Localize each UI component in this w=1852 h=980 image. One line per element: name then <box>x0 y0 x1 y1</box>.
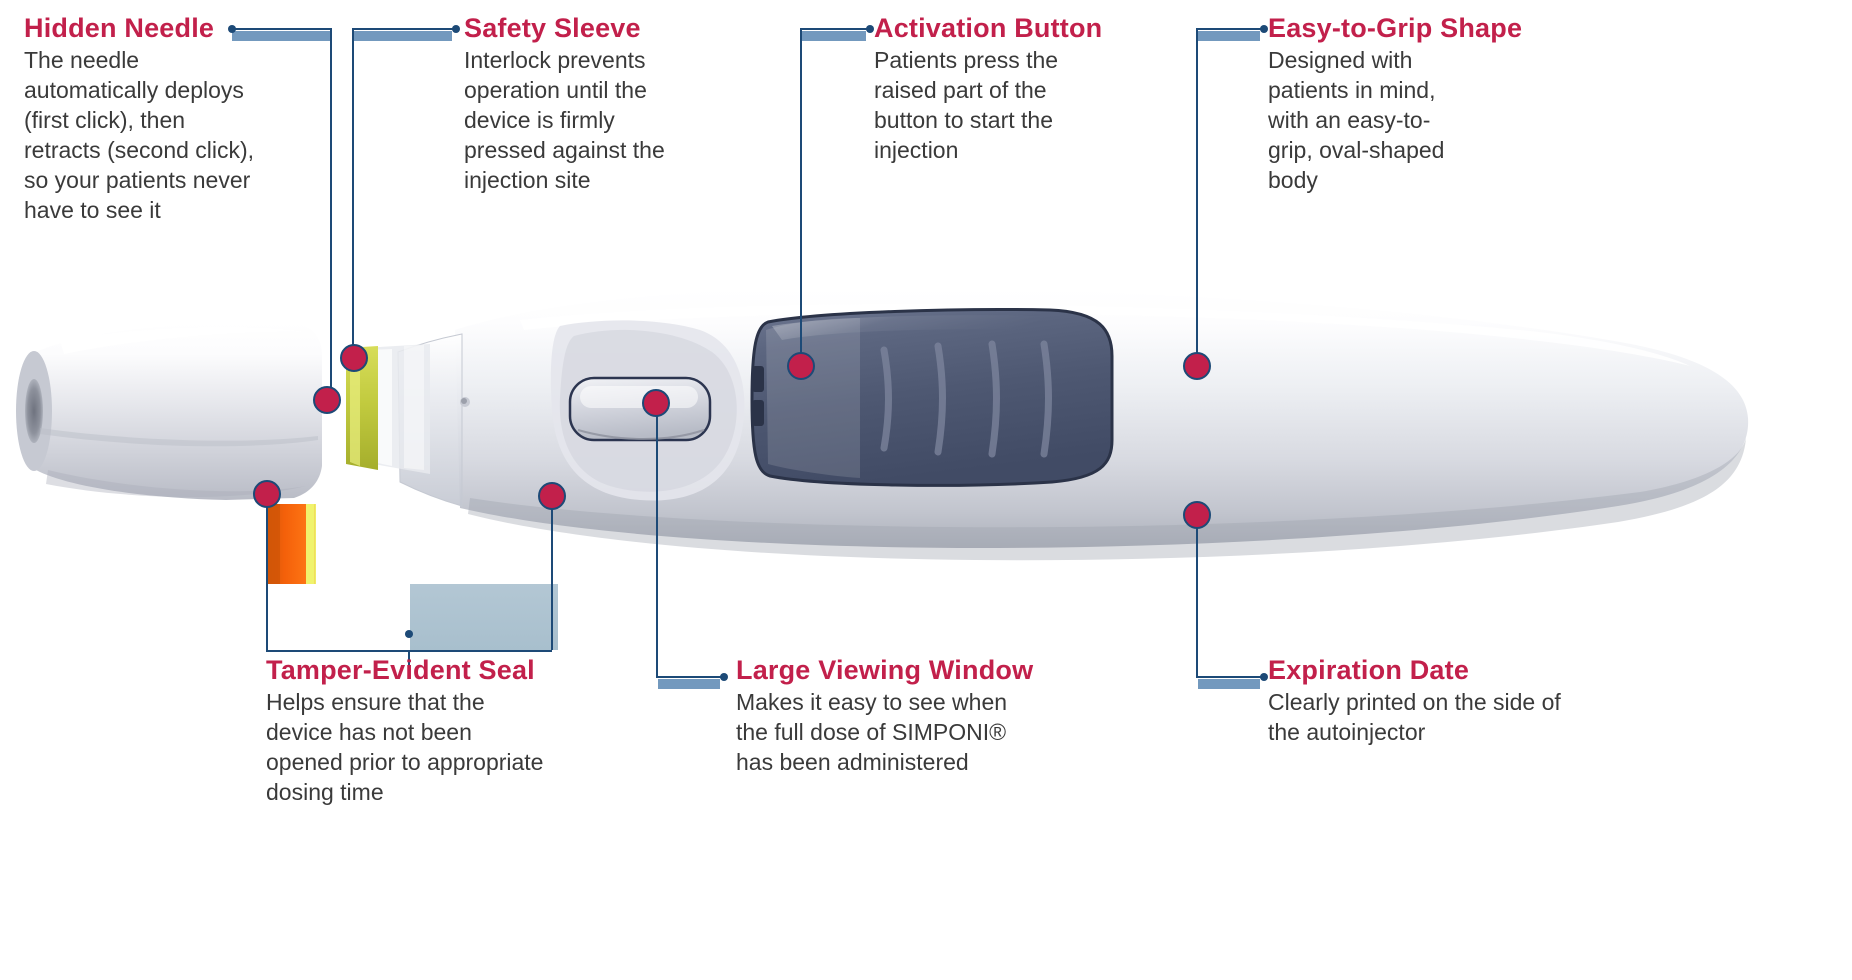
leader-easy-grip-shadow <box>1198 31 1260 41</box>
callout-title-easy-to-grip-shape: Easy-to-Grip Shape <box>1268 13 1523 43</box>
callout-body-large-viewing-window: Makes it easy to see when the full dose … <box>736 689 1008 776</box>
leader-viewing-window-vertical <box>656 402 658 676</box>
leader-viewing-window-endpoint <box>720 673 728 681</box>
leader-tamper-seal-stub <box>408 650 410 674</box>
tamper-seal <box>268 504 316 584</box>
callout-dot-activation-button[interactable] <box>787 352 815 380</box>
leader-tamper-seal-horizontal <box>266 650 418 652</box>
leader-expiration-date-vertical <box>1196 515 1198 676</box>
body-shell <box>455 286 1749 548</box>
callout-title-tamper-evident-seal: Tamper-Evident Seal <box>266 655 535 685</box>
callout-dot-sleeve-lower[interactable] <box>538 482 566 510</box>
leader-viewing-window-horizontal <box>656 676 724 678</box>
leader-expiration-date-endpoint <box>1260 673 1268 681</box>
leader-tamper-seal-vertical <box>266 494 268 652</box>
safety-sleeve <box>397 333 463 507</box>
cap <box>18 322 322 500</box>
callout-hidden-needle: Hidden Needle The needle automatically d… <box>24 13 254 226</box>
leader-sleeve-lower-horizontal <box>410 650 552 652</box>
callout-body-hidden-needle: The needle automatically deploys (first … <box>24 47 255 223</box>
callout-title-activation-button: Activation Button <box>874 13 1103 43</box>
callout-dot-tamper-seal[interactable] <box>253 480 281 508</box>
callout-safety-sleeve: Safety Sleeve Interlock prevents operati… <box>464 14 678 196</box>
leader-viewing-window-shadow <box>658 679 720 689</box>
leader-activation-button-horizontal <box>800 28 870 30</box>
callout-title-safety-sleeve: Safety Sleeve <box>464 13 641 43</box>
callout-title-hidden-needle: Hidden Needle <box>24 13 215 43</box>
callout-expiration-date: Expiration Date Clearly printed on the s… <box>1268 656 1588 748</box>
leader-easy-grip-horizontal <box>1196 28 1264 30</box>
viewing-window <box>750 308 1114 487</box>
callout-body-activation-button: Patients press the raised part of the bu… <box>874 47 1059 164</box>
label-panel <box>410 584 558 650</box>
leader-expiration-date-horizontal <box>1196 676 1264 678</box>
callout-easy-to-grip-shape: Easy-to-Grip Shape Designed with patient… <box>1268 13 1523 196</box>
leader-tamper-seal-endpoint <box>405 630 413 638</box>
leader-safety-sleeve-horizontal <box>352 28 456 30</box>
callout-dot-safety-sleeve[interactable] <box>340 344 368 372</box>
callout-body-expiration-date: Clearly printed on the side of the autoi… <box>1268 689 1561 746</box>
leader-hidden-needle-vertical <box>330 28 332 400</box>
callout-large-viewing-window: Large Viewing Window Makes it easy to se… <box>736 656 1056 778</box>
leader-activation-button-vertical <box>800 28 802 366</box>
callout-tamper-evident-seal: Tamper-Evident Seal Helps ensure that th… <box>266 656 566 808</box>
leader-hidden-needle-shadow <box>232 31 330 41</box>
callout-activation-button: Activation Button Patients press the rai… <box>874 13 1103 166</box>
activation-button <box>568 376 712 442</box>
callout-dot-hidden-needle[interactable] <box>313 386 341 414</box>
callout-body-tamper-evident-seal: Helps ensure that the device has not bee… <box>266 689 544 806</box>
callout-body-easy-to-grip-shape: Designed with patients in mind, with an … <box>1268 47 1445 193</box>
leader-safety-sleeve-shadow <box>354 31 452 41</box>
callout-dot-expiration-date[interactable] <box>1183 501 1211 529</box>
leader-safety-sleeve-vertical <box>352 28 354 358</box>
leader-activation-button-shadow <box>802 31 866 41</box>
leader-safety-sleeve-endpoint <box>452 25 460 33</box>
callout-body-safety-sleeve: Interlock prevents operation until the d… <box>464 47 665 193</box>
leader-easy-grip-endpoint <box>1260 25 1268 33</box>
leader-sleeve-lower-vertical <box>551 496 553 650</box>
leader-hidden-needle-endpoint <box>228 25 236 33</box>
leader-expiration-date-shadow <box>1198 679 1260 689</box>
leader-easy-grip-vertical <box>1196 28 1198 366</box>
callout-title-large-viewing-window: Large Viewing Window <box>736 655 1034 685</box>
callout-dot-viewing-window[interactable] <box>642 389 670 417</box>
leader-hidden-needle-horizontal <box>232 28 332 30</box>
callout-title-expiration-date: Expiration Date <box>1268 655 1470 685</box>
callout-dot-easy-grip[interactable] <box>1183 352 1211 380</box>
leader-activation-button-endpoint <box>866 25 874 33</box>
